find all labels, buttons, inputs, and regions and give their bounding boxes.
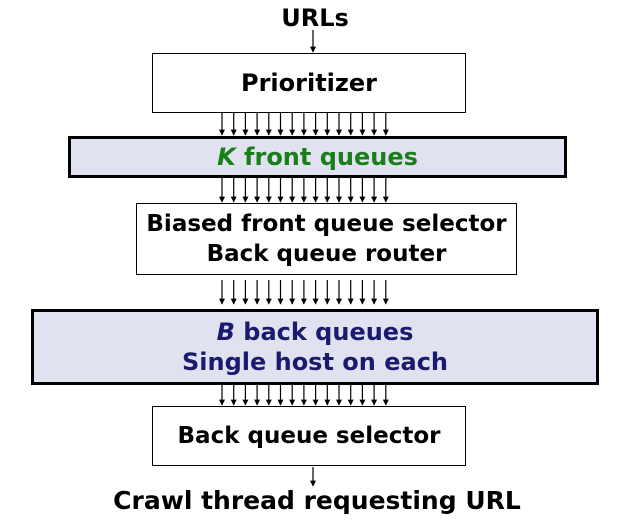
prioritizer-box: Prioritizer [152,53,466,113]
front-queues-box: K front queues [68,136,567,178]
single-host-label: Single host on each [181,348,449,376]
selector-router-box: Biased front queue selector Back queue r… [136,203,517,275]
back-queues-label: B back queues [217,317,414,347]
back-selector-label: Back queue selector [177,423,441,449]
back-queues-variable: B [216,318,235,346]
back-selector-box: Back queue selector [152,406,466,466]
biased-selector-label: Biased front queue selector [146,211,507,237]
front-queues-text: front queues [235,143,418,171]
front-queues-label: K front queues [217,143,418,171]
prioritizer-label: Prioritizer [241,69,377,97]
back-queue-router-label: Back queue router [206,241,447,267]
urls-label: URLs [281,4,349,32]
front-queues-variable: K [217,143,236,171]
back-queues-box: B back queues Single host on each [31,309,599,385]
back-queues-text: back queues [234,318,414,346]
crawl-thread-label: Crawl thread requesting URL [113,486,521,515]
